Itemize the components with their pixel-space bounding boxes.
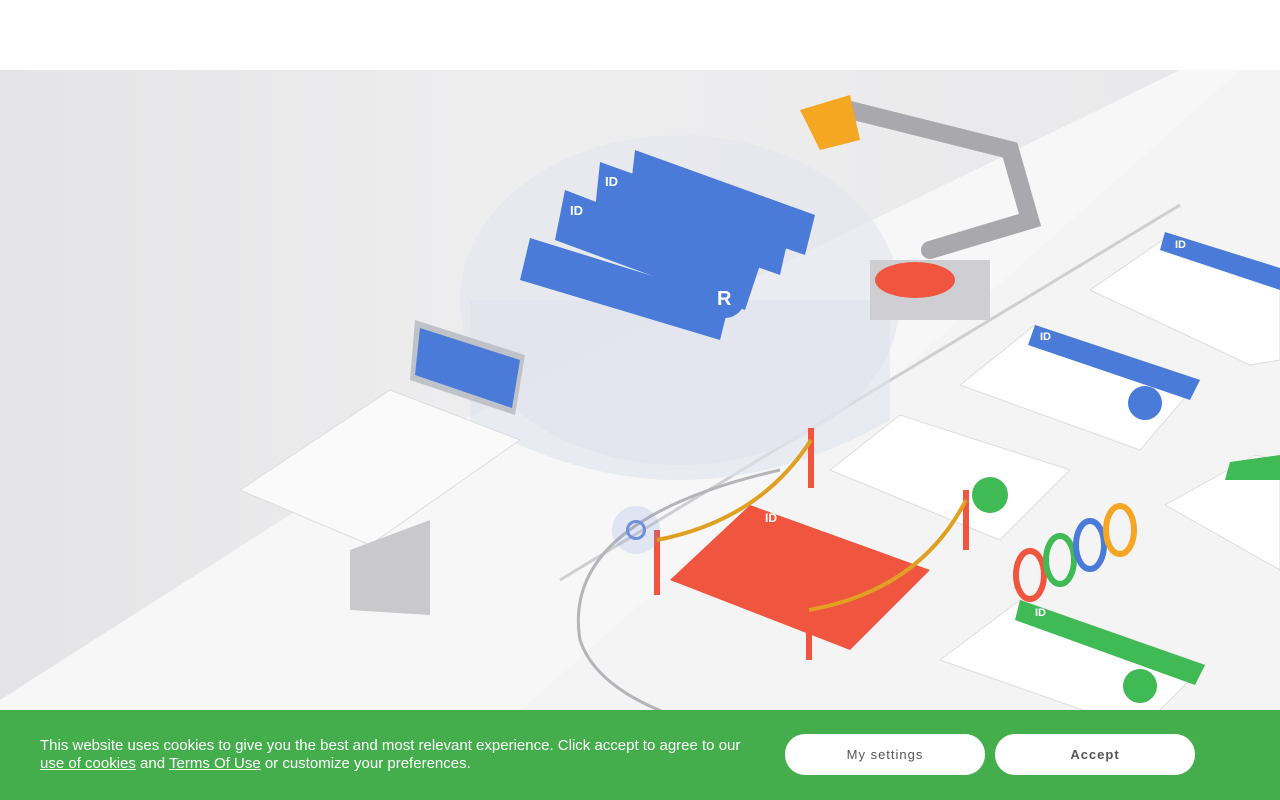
accept-button[interactable]: Accept bbox=[995, 734, 1195, 775]
card-id-label: ID bbox=[605, 174, 618, 189]
robot-arm bbox=[800, 95, 1042, 320]
my-settings-button[interactable]: My settings bbox=[785, 734, 985, 775]
card-id-label: ID bbox=[765, 511, 777, 525]
cookie-text-after: or customize your preferences. bbox=[260, 755, 471, 772]
barrier-posts bbox=[654, 428, 969, 660]
hero-illustration: ID ID R ID ID bbox=[0, 70, 1280, 800]
card-id-label: ID bbox=[570, 203, 583, 218]
card-id-label: ID bbox=[1040, 331, 1051, 343]
card-id-label: ID bbox=[1035, 607, 1046, 619]
id-processing-illustration: ID ID R ID ID bbox=[0, 70, 1280, 800]
control-desk bbox=[238, 320, 525, 615]
conveyor-cards: ID ID ID ID bbox=[670, 232, 1280, 731]
terms-of-use-link[interactable]: Terms Of Use bbox=[168, 755, 261, 772]
coloured-rings bbox=[1013, 503, 1137, 602]
card-badge-letter: R bbox=[717, 288, 732, 310]
site-header bbox=[0, 0, 1280, 70]
cookie-text-before: This website uses cookies to give you th… bbox=[40, 737, 741, 754]
use-of-cookies-link[interactable]: use of cookies bbox=[40, 755, 136, 772]
fanned-id-cards: ID ID R bbox=[520, 150, 815, 340]
loading-spinner bbox=[612, 506, 660, 554]
cookie-banner: This website uses cookies to give you th… bbox=[0, 710, 1280, 800]
card-id-label: ID bbox=[1175, 239, 1186, 251]
cookie-message: This website uses cookies to give you th… bbox=[40, 737, 760, 773]
cookie-text-mid: and bbox=[135, 755, 169, 772]
